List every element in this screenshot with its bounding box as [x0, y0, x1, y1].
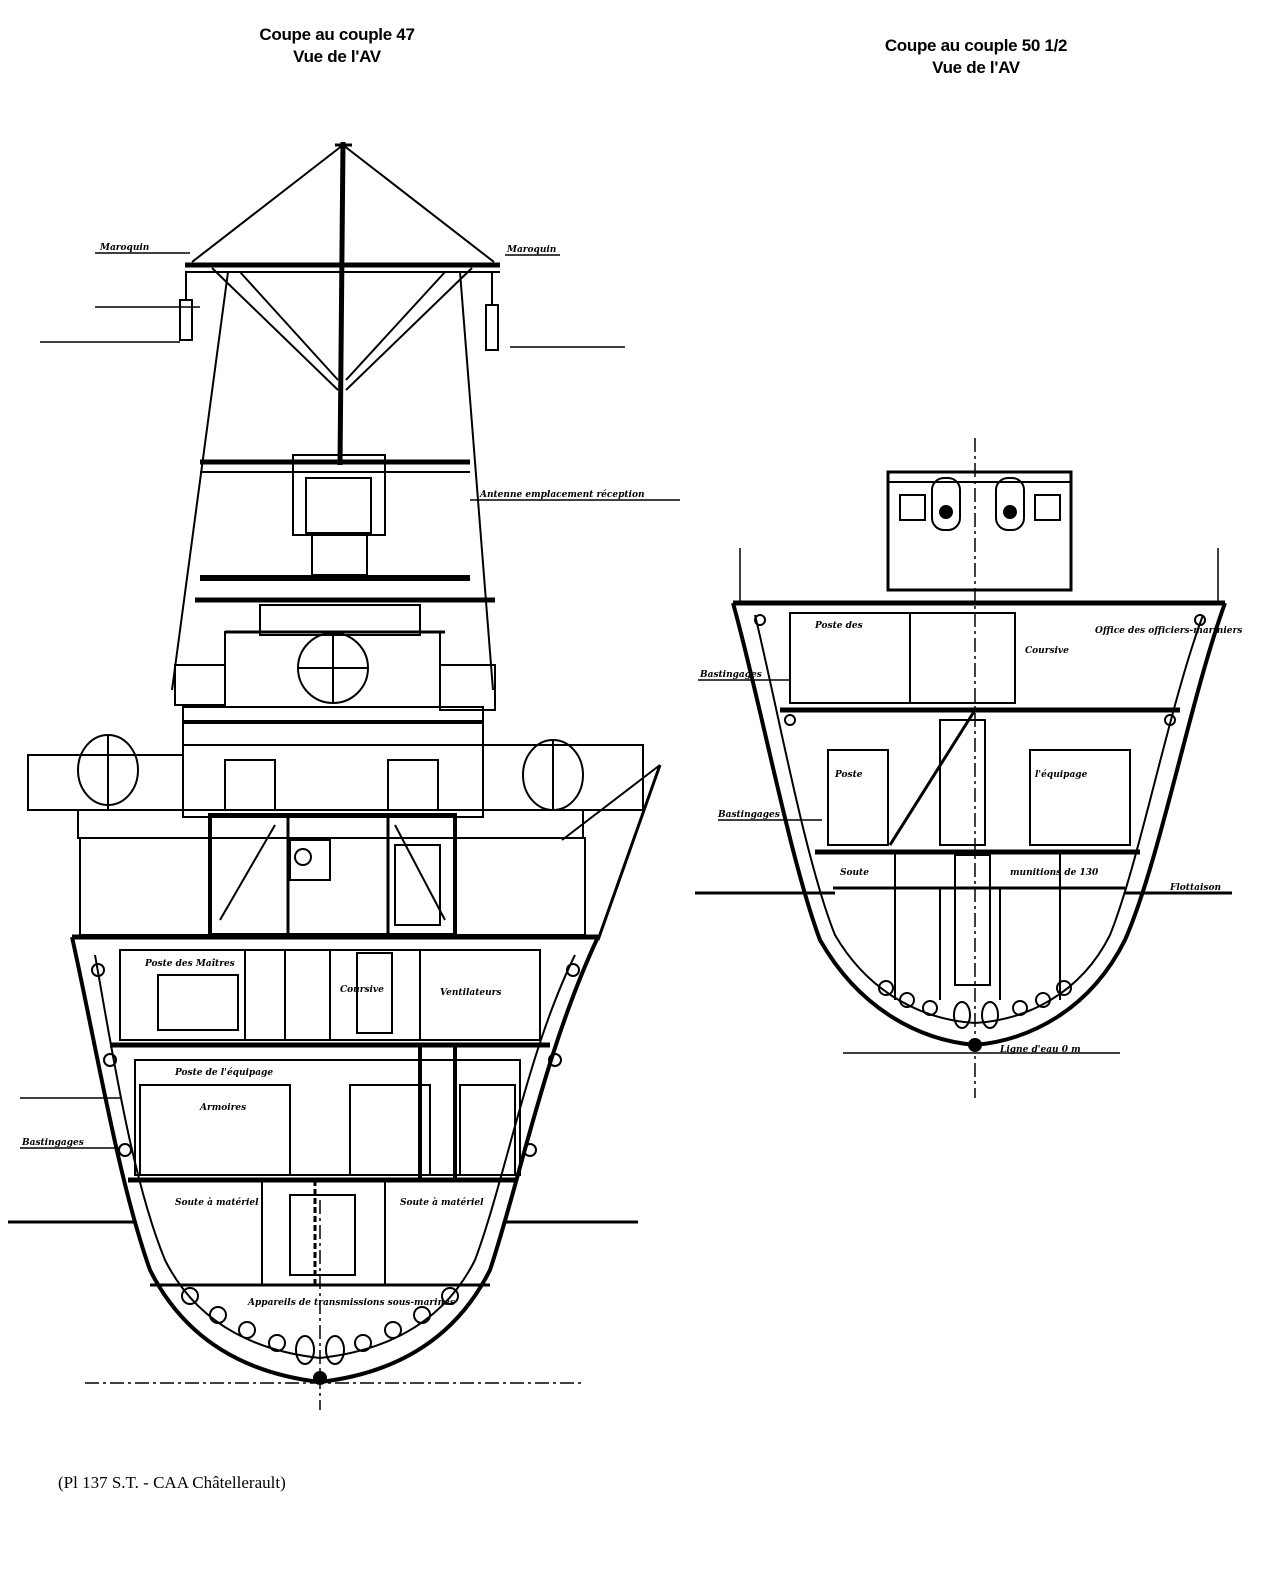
- label-bastingages-47: Bastingages: [21, 1138, 84, 1148]
- label-poste-des-50: Poste des: [814, 621, 863, 631]
- label-poste-50: Poste: [834, 770, 863, 780]
- section-50-drawing: [695, 438, 1232, 1098]
- label-soute-materiel-left: Soute à matériel: [175, 1197, 259, 1208]
- label-ligne: Ligne d'eau 0 m: [999, 1045, 1081, 1055]
- section-50-title-line2: Vue de l'AV: [932, 58, 1020, 77]
- label-bastingages-50-top: Bastingages: [699, 670, 762, 680]
- label-coursive-50: Coursive: [1025, 646, 1069, 656]
- label-appareils: Appareils de transmissions sous-marines: [247, 1298, 455, 1308]
- label-soute-50: Soute: [840, 868, 869, 878]
- label-armoires: Armoires: [199, 1103, 246, 1113]
- figure-caption: (Pl 137 S.T. - CAA Châtellerault): [58, 1473, 286, 1492]
- label-ventilateurs: Ventilateurs: [440, 988, 502, 998]
- label-flottaison: Flottaison: [1169, 883, 1221, 893]
- label-antenne: Antenne emplacement réception: [479, 489, 645, 500]
- label-poste-equipage-47: Poste de l'équipage: [174, 1067, 273, 1078]
- label-maroquin-left: Maroquin: [99, 243, 149, 253]
- section-47-title-line2: Vue de l'AV: [293, 47, 381, 66]
- label-poste-des-maitres: Poste des Maîtres: [144, 958, 235, 969]
- label-munitions: munitions de 130: [1010, 868, 1099, 878]
- section-47-drawing: [8, 141, 680, 1410]
- section-50-title-line1: Coupe au couple 50 1/2: [884, 36, 1068, 55]
- label-soute-materiel-right: Soute à matériel: [400, 1197, 484, 1208]
- label-bastingages-50-mid: Bastingages: [717, 810, 780, 820]
- label-office: Office des officiers-mariniers: [1095, 626, 1242, 636]
- label-equipage-50: l'équipage: [1035, 769, 1088, 780]
- section-50-title: Coupe au couple 50 1/2 Vue de l'AV: [846, 35, 1106, 79]
- section-47-title: Coupe au couple 47 Vue de l'AV: [207, 24, 467, 68]
- label-maroquin-right: Maroquin: [506, 245, 556, 255]
- section-47-title-line1: Coupe au couple 47: [259, 25, 415, 44]
- label-coursive-47: Coursive: [340, 985, 384, 995]
